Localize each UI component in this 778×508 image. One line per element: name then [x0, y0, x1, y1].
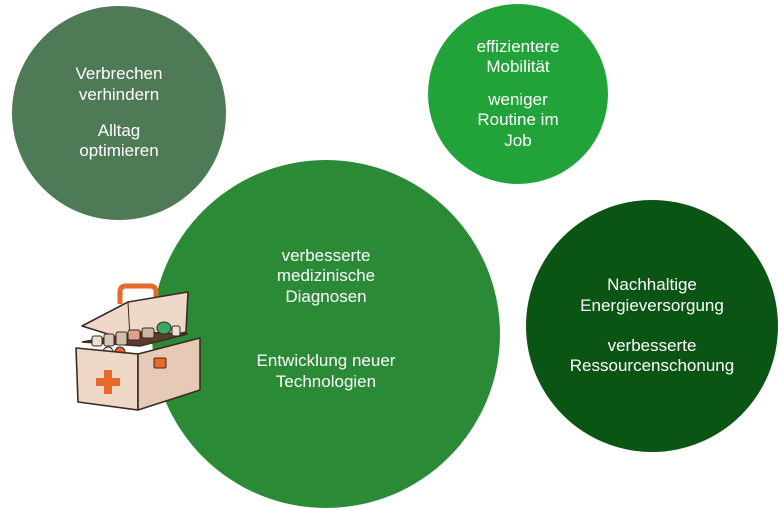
bubble-text: verbesserte	[607, 336, 697, 355]
bubble-text: Mobilität	[486, 57, 550, 77]
bubble-text: Technologien	[275, 371, 377, 391]
bubble-right-group-1: Nachhaltige Energieversorgung	[580, 275, 724, 316]
bubble-top-left-group-1: Verbrechen verhindern	[76, 64, 163, 105]
bubble-text: optimieren	[79, 141, 159, 161]
bubble-center-group-1: verbesserte medizinische Diagnosen	[277, 246, 375, 307]
bubble-text: Alltag	[97, 121, 141, 140]
medical-kit-icon	[68, 282, 208, 412]
bubble-text: Verbrechen	[75, 64, 163, 84]
bubble-text: Energieversorgung	[580, 295, 724, 315]
bubble-center: verbesserte medizinische Diagnosen Entwi…	[152, 160, 500, 508]
bubble-right-group-2: verbesserte Ressourcenschonung	[570, 336, 734, 377]
bubble-top-left: Verbrechen verhindern Alltag optimieren	[12, 6, 226, 220]
bubble-text: Routine im	[477, 110, 559, 130]
bubble-text: Ressourcenschonung	[569, 356, 735, 376]
bubble-text: weniger	[488, 89, 548, 109]
bubble-top-middle: effizientere Mobilität weniger Routine i…	[428, 4, 608, 184]
bubble-text: Job	[504, 130, 532, 150]
bubble-center-group-2: Entwicklung neuer Technologien	[257, 351, 396, 392]
bubble-text: Entwicklung neuer	[256, 351, 396, 371]
bubble-text: verhindern	[78, 84, 160, 104]
bubble-right: Nachhaltige Energieversorgung verbessert…	[526, 200, 778, 452]
bubble-text: Diagnosen	[285, 286, 367, 306]
bubble-text: effizientere	[476, 37, 560, 57]
bubble-top-left-group-2: Alltag optimieren	[79, 121, 158, 162]
bubble-top-middle-group-2: weniger Routine im Job	[477, 90, 558, 151]
bubble-text: verbesserte	[281, 246, 371, 266]
bubble-text: Nachhaltige	[607, 275, 697, 295]
bubble-top-middle-group-1: effizientere Mobilität	[477, 37, 560, 78]
bubble-text: medizinische	[276, 266, 376, 286]
